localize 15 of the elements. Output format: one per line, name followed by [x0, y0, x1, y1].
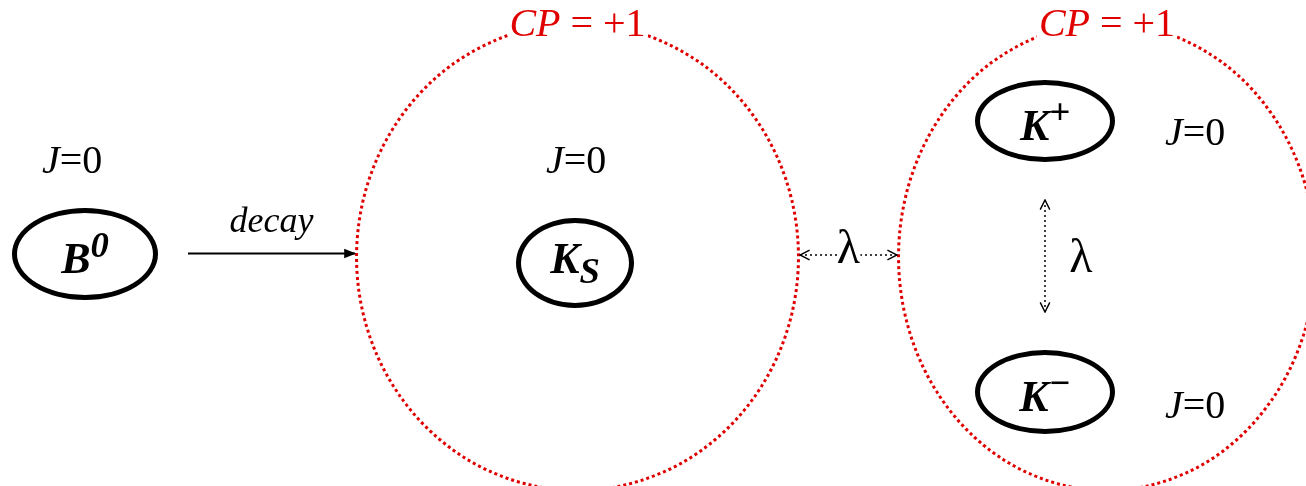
- arrow: [799, 249, 898, 261]
- spin-label: J=0: [546, 140, 607, 180]
- arrow: [187, 248, 357, 259]
- spin-label: J=0: [42, 140, 103, 180]
- particle-ellipse: [12, 208, 158, 300]
- arrow: [1039, 199, 1051, 313]
- particle-label: K$^{−}$: [1019, 365, 1071, 419]
- spin-label: J=0: [1165, 385, 1226, 425]
- particle-ellipse: [975, 350, 1115, 434]
- particle-ellipse: [975, 80, 1115, 162]
- particle-ellipse: [516, 218, 634, 308]
- spin-label: J=0: [1165, 112, 1226, 152]
- particle-label: K$_{S}$: [550, 236, 600, 290]
- particle-label: B$^{0}$: [61, 227, 109, 281]
- particle-label: K$^{+}$: [1019, 94, 1071, 148]
